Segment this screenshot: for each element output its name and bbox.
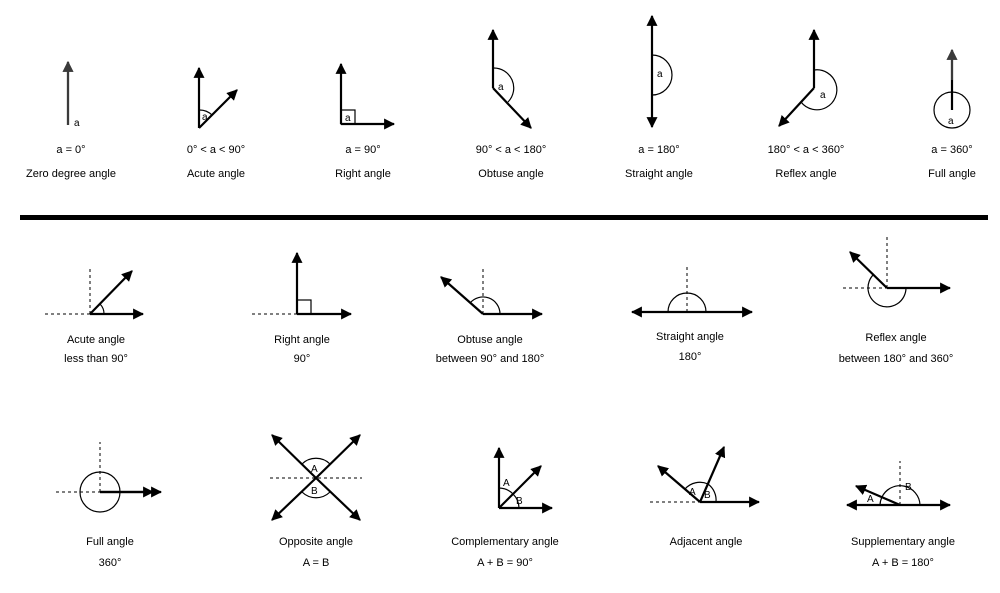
full-angle-formula: a = 360° (931, 144, 972, 156)
bottom-full-name: Full angle (86, 536, 134, 548)
bottom-supplementary-desc: A + B = 180° (872, 557, 934, 569)
complementary-angle-figure: A B (493, 446, 554, 514)
obtuse-angle-label: a (498, 82, 504, 93)
mid-straight-name: Straight angle (656, 331, 724, 343)
mid-acute-name: Acute angle (67, 334, 125, 346)
acute-angle-standard-figure (45, 266, 145, 320)
complementary-label-a: A (503, 478, 510, 489)
supplementary-angle-figure: A B (845, 461, 952, 511)
mid-reflex-desc: between 180° and 360° (839, 353, 954, 365)
obtuse-angle-figure: a (487, 28, 532, 129)
opposite-label-a: A (311, 464, 318, 475)
bottom-opposite-name: Opposite angle (279, 536, 353, 548)
acute-angle-figure: a (193, 66, 238, 129)
mid-right-name: Right angle (274, 334, 330, 346)
mid-straight-desc: 180° (679, 351, 702, 363)
right-angle-standard-figure (252, 251, 353, 320)
bottom-adjacent-name: Adjacent angle (670, 536, 743, 548)
right-angle-label: a (345, 113, 351, 124)
opposite-label-b: B (311, 486, 318, 497)
reflex-angle-label: a (820, 90, 826, 101)
right-angle-name: Right angle (335, 168, 391, 180)
mid-acute-desc: less than 90° (64, 353, 128, 365)
full-angle-name: Full angle (928, 168, 976, 180)
straight-angle-standard-figure (630, 266, 754, 318)
bottom-full-desc: 360° (99, 557, 122, 569)
adjacent-angle-figure: A B (650, 445, 761, 508)
straight-angle-figure: a (646, 14, 673, 129)
mid-obtuse-name: Obtuse angle (457, 334, 522, 346)
zero-angle-label: a (74, 118, 80, 129)
adjacent-label-b: B (704, 490, 711, 501)
mid-reflex-name: Reflex angle (865, 332, 926, 344)
reflex-angle-formula: 180° < a < 360° (768, 144, 845, 156)
acute-angle-label: a (202, 112, 208, 123)
zero-angle-formula: a = 0° (56, 144, 85, 156)
mid-right-desc: 90° (294, 353, 311, 365)
full-angle-figure: a (933, 48, 971, 129)
acute-angle-formula: 0° < a < 90° (187, 144, 245, 156)
opposite-angle-figure: A B (270, 434, 362, 521)
supplementary-label-a: A (867, 494, 874, 505)
obtuse-angle-standard-figure (440, 266, 544, 320)
bottom-complementary-desc: A + B = 90° (477, 557, 533, 569)
right-angle-formula: a = 90° (345, 144, 380, 156)
adjacent-label-a: A (689, 487, 696, 498)
straight-angle-formula: a = 180° (638, 144, 679, 156)
reflex-angle-standard-figure (843, 237, 952, 308)
full-angle-label: a (948, 116, 954, 127)
obtuse-angle-formula: 90° < a < 180° (476, 144, 547, 156)
section-divider (20, 215, 988, 220)
full-angle-standard-figure (56, 442, 163, 513)
obtuse-angle-name: Obtuse angle (478, 168, 543, 180)
bottom-supplementary-name: Supplementary angle (851, 536, 955, 548)
acute-angle-name: Acute angle (187, 168, 245, 180)
reflex-angle-name: Reflex angle (775, 168, 836, 180)
zero-degree-angle-figure: a (62, 60, 80, 129)
supplementary-label-b: B (905, 482, 912, 493)
zero-angle-name: Zero degree angle (26, 168, 116, 180)
right-angle-figure: a (335, 62, 396, 130)
mid-obtuse-desc: between 90° and 180° (436, 353, 545, 365)
straight-angle-label: a (657, 69, 663, 80)
complementary-label-b: B (516, 496, 523, 507)
bottom-complementary-name: Complementary angle (451, 536, 559, 548)
bottom-opposite-desc: A = B (303, 557, 330, 569)
reflex-angle-figure: a (778, 28, 838, 127)
straight-angle-name: Straight angle (625, 168, 693, 180)
